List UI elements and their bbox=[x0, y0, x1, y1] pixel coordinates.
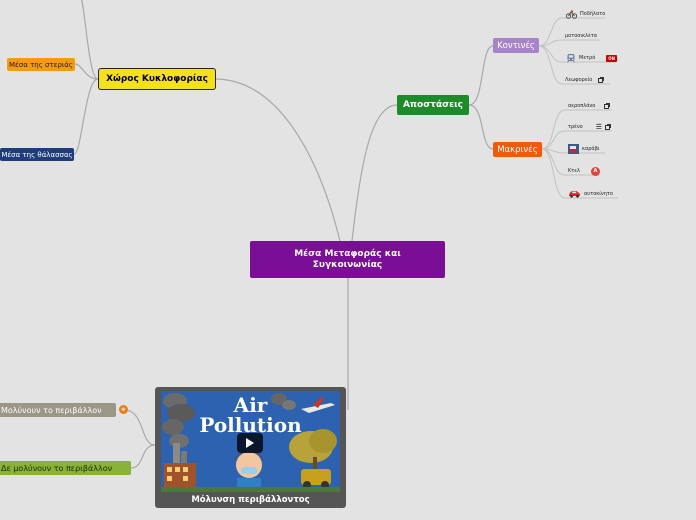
branch-khoros-kykloforias[interactable]: Χώρος Κυκλοφορίας bbox=[98, 68, 216, 90]
branch-label: Μακρινές bbox=[497, 144, 538, 155]
node-label: Μολύνουν το περιβάλλον bbox=[1, 405, 102, 415]
branch-label: Αποστάσεις bbox=[402, 100, 464, 110]
video-node[interactable]: Air Pollution Μόλυνση περιβάλλοντος bbox=[155, 387, 346, 508]
a-badge-icon[interactable]: A bbox=[590, 166, 600, 176]
leaf-leoforeio[interactable]: Λεωφορείο bbox=[565, 75, 605, 85]
leaf-aeroplano[interactable]: αεροπλάνο bbox=[568, 101, 611, 111]
leaf-metro[interactable]: Μετρό ON bbox=[566, 53, 618, 63]
ship-icon bbox=[568, 144, 579, 154]
branch-apostaseis[interactable]: Αποστάσεις bbox=[397, 95, 469, 115]
leaf-label: Κτελ bbox=[568, 168, 580, 174]
cnn-badge-icon[interactable]: ON bbox=[606, 54, 618, 62]
node-de-moluvnoun[interactable]: Δε μολύνουν το περιβάλλον bbox=[0, 461, 131, 475]
branch-label: Κοντινές bbox=[497, 40, 535, 51]
bicycle-icon bbox=[566, 9, 577, 19]
leaf-aftokinito[interactable]: αυτοκίνητο bbox=[568, 189, 613, 199]
metro-icon bbox=[566, 53, 576, 63]
link-badge-icon[interactable]: ❀ bbox=[119, 405, 128, 414]
node-mesa-thalassas[interactable]: Μέσα της θάλασσας bbox=[0, 148, 74, 161]
external-link-icon[interactable] bbox=[598, 76, 605, 83]
external-link-icon[interactable] bbox=[604, 102, 611, 109]
node-label: Μέσα της θάλασσας bbox=[1, 150, 73, 159]
leaf-label: Ποδήλατο bbox=[580, 11, 606, 17]
leaf-ktel[interactable]: Κτελ A bbox=[568, 166, 600, 176]
list-icon[interactable]: ☰ bbox=[595, 123, 603, 131]
video-thumbnail[interactable]: Air Pollution bbox=[161, 391, 340, 492]
subbranch-kontines[interactable]: Κοντινές bbox=[493, 38, 539, 53]
central-topic[interactable]: Μέσα Μεταφοράς και Συγκοινωνίας bbox=[250, 241, 445, 278]
leaf-label: καράβι bbox=[582, 146, 600, 152]
leaf-label: τρένο bbox=[568, 124, 583, 130]
car-icon bbox=[568, 190, 581, 198]
leaf-label: αεροπλάνο bbox=[568, 103, 596, 109]
thumb-title-line1: Air bbox=[233, 393, 268, 417]
play-icon bbox=[246, 438, 254, 448]
leaf-treno[interactable]: τρένο ☰ bbox=[568, 122, 612, 132]
leaf-motosikleta[interactable]: μοτοσικλέτα bbox=[565, 31, 597, 41]
leaf-podilato[interactable]: Ποδήλατο bbox=[566, 9, 605, 19]
play-button[interactable] bbox=[237, 433, 263, 453]
central-topic-label: Μέσα Μεταφοράς και Συγκοινωνίας bbox=[294, 248, 401, 270]
node-label: Μέσα της στεριάς bbox=[8, 60, 74, 69]
node-mesa-sterias[interactable]: Μέσα της στεριάς bbox=[7, 58, 75, 71]
leaf-label: μοτοσικλέτα bbox=[565, 33, 598, 39]
video-caption: Μόλυνση περιβάλλοντος bbox=[191, 495, 310, 505]
node-moluvnoun[interactable]: Μολύνουν το περιβάλλον bbox=[0, 403, 116, 417]
leaf-label: Λεωφορείο bbox=[565, 77, 593, 83]
leaf-karavi[interactable]: καράβι bbox=[568, 144, 600, 154]
branch-label: Χώρος Κυκλοφορίας bbox=[106, 74, 208, 84]
leaf-label: Μετρό bbox=[579, 55, 596, 61]
leaf-label: αυτοκίνητο bbox=[584, 191, 613, 197]
subbranch-makrines[interactable]: Μακρινές bbox=[493, 142, 542, 157]
external-link-icon[interactable] bbox=[605, 123, 612, 130]
node-label: Δε μολύνουν το περιβάλλον bbox=[1, 463, 113, 473]
